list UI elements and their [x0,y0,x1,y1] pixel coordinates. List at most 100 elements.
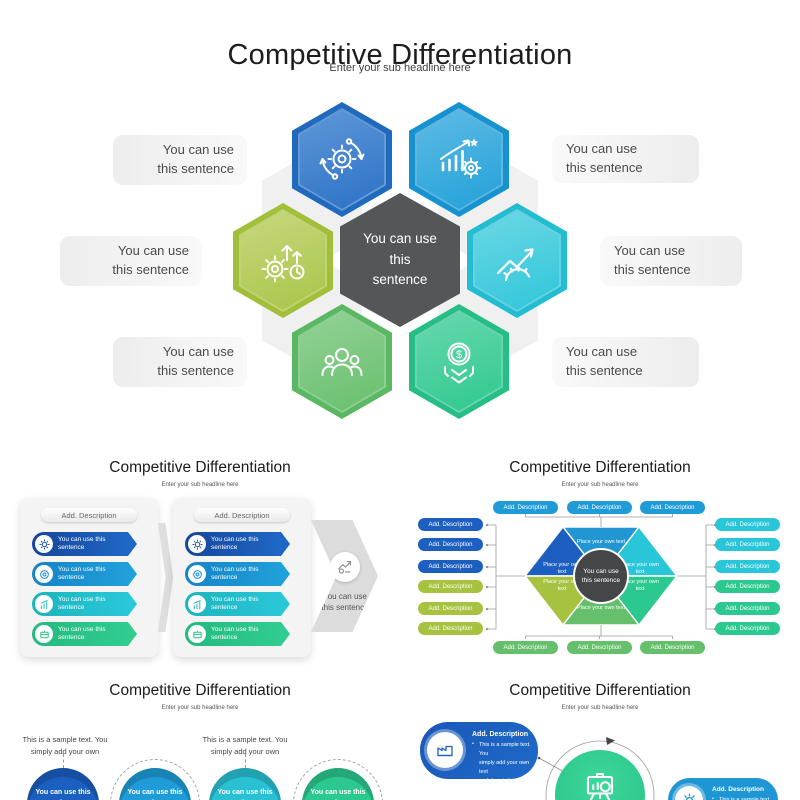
slide-thumb-circles[interactable]: Competitive Differentiation Enter your s… [0,678,400,800]
label-top-right: You can use this sentence [552,135,699,183]
gear-icon [192,539,203,550]
slide-title: Competitive Differentiation [109,682,291,699]
arrow-item-label: You can use this sentence [58,595,106,611]
arrow-item-label: You can use this sentence [58,535,106,551]
slide-thumb-cycle[interactable]: Competitive Differentiation Enter your s… [400,678,800,800]
add-description-pill: Add. Description [715,560,780,573]
bullet-marker: • [472,741,474,747]
label-bottom-right: You can use this sentence [552,337,699,387]
arrow-list-item: You can use this sentence [185,592,290,616]
slide-subtitle: Enter your sub headline here [161,482,239,488]
add-description-pill: Add. Description [715,622,780,635]
chart-icon [35,595,53,613]
page-subtitle: Enter your sub headline here [329,62,471,74]
hexagon-core [475,211,559,310]
segmented-hexagon: Place your own text Place your own text … [523,525,679,627]
add-description-pill: Add. Description [715,602,780,615]
arrow-item-label: You can use this sentence [58,625,106,641]
step-circle-label: You can use this sentence [217,789,273,800]
summary-arrow: You can use this sentence [311,520,378,632]
factory-icon [435,740,455,760]
target-icon [188,565,206,583]
add-description-pill: Add. Description [715,538,780,551]
chart-squiggle-icon [336,558,354,576]
card-text-line: This is a sample text. You [479,742,531,758]
bullet-marker: • [712,796,714,800]
slide-thumb-arrow-lists[interactable]: Competitive Differentiation Enter your s… [0,455,400,678]
label-text: You can use this sentence [157,142,234,176]
add-description-pill: Add. Description [715,518,780,531]
arrow-item-label: You can use this sentence [211,535,259,551]
segment-label: Place your own text [543,579,581,593]
gears-arrows-icon [256,233,310,287]
dashed-connector [63,754,64,768]
arrow-list-item: You can use this sentence [185,622,290,646]
target-icon [39,569,50,580]
gear-icon [35,535,53,553]
card-text-line: This is a sample text. You [719,797,771,800]
label-text: You can use this sentence [614,243,691,277]
hexagon-process [233,203,333,318]
chart-icon [192,599,203,610]
slide-subtitle: Enter your sub headline here [561,705,639,711]
label-text: You can use this sentence [157,344,234,378]
panel-header-pill: Add. Description [194,508,290,522]
segment-label: Place your own text [621,579,659,593]
card-text-line: and description here. This [479,778,531,794]
add-description-pill: Add. Description [418,602,483,615]
add-description-pill: Add. Description [493,501,558,514]
arrow-list-item: You can use this sentence [185,562,290,586]
box-icon [39,629,50,640]
arrow-list-item: You can use this sentence [32,622,137,646]
label-text: You can use this sentence [566,344,643,378]
add-description-pill: Add. Description [418,518,483,531]
description-panel: Add. Description You can use this senten… [173,498,311,657]
target-icon [192,569,203,580]
orbit-gear-icon [315,132,369,186]
card-text-line: text is fully editable. [479,796,527,800]
hexagon-core [300,110,384,209]
gear-icon [39,539,50,550]
center-circle-text: You can use this sentence [581,567,621,584]
page-title: Competitive Differentiation [227,39,573,72]
step-circle: You can use this sentence [209,768,281,800]
dollar-badge-icon [432,334,486,388]
slide-title: Competitive Differentiation [109,459,291,476]
chart-squiggle-icon [330,552,360,582]
description-card: Add. Description • This is a sample text… [420,722,538,800]
label-bottom-left: You can use this sentence [113,337,247,387]
sample-note: This is a sample text. You simply add yo… [22,735,108,756]
description-card: Add. Description • This is a sample text… [668,778,778,800]
segment-label: Place your own text [577,539,625,545]
add-description-pill: Add. Description [418,580,483,593]
team-icon [315,334,369,388]
label-mid-left: You can use this sentence [60,236,202,286]
chevron-divider [158,523,173,632]
dashed-connector [245,754,246,768]
slide-main-hexagons[interactable]: Competitive Differentiation Enter your s… [0,0,800,455]
card-text: This is a sample text. You [719,796,778,800]
panel-header-pill: Add. Description [41,508,137,522]
add-description-pill: Add. Description [493,641,558,654]
arrow-list-item: You can use this sentence [32,592,137,616]
gear-icon [188,535,206,553]
arrow-item-label: You can use this sentence [211,595,259,611]
arrow-item-label: You can use this sentence [58,565,106,581]
description-panel: Add. Description You can use this senten… [20,498,158,657]
chart-icon [188,595,206,613]
arrow-item-label: You can use this sentence [211,565,259,581]
slide-thumb-hex-map[interactable]: Competitive Differentiation Enter your s… [400,455,800,678]
step-circle: You can use this sentence [27,768,99,800]
step-circle-label: You can use this sentence [310,789,366,800]
segment-label: Place your own text [621,562,659,576]
hexagon-core [417,110,501,209]
add-description-pill: Add. Description [418,560,483,573]
add-description-pill: Add. Description [640,501,705,514]
arrow-item-label: You can use this sentence [211,625,259,641]
sample-note: This is a sample text. You simply add yo… [202,735,288,756]
add-description-pill: Add. Description [715,580,780,593]
slide-subtitle: Enter your sub headline here [161,705,239,711]
label-top-left: You can use this sentence [113,135,247,185]
arrow-list-item: You can use this sentence [185,532,290,556]
